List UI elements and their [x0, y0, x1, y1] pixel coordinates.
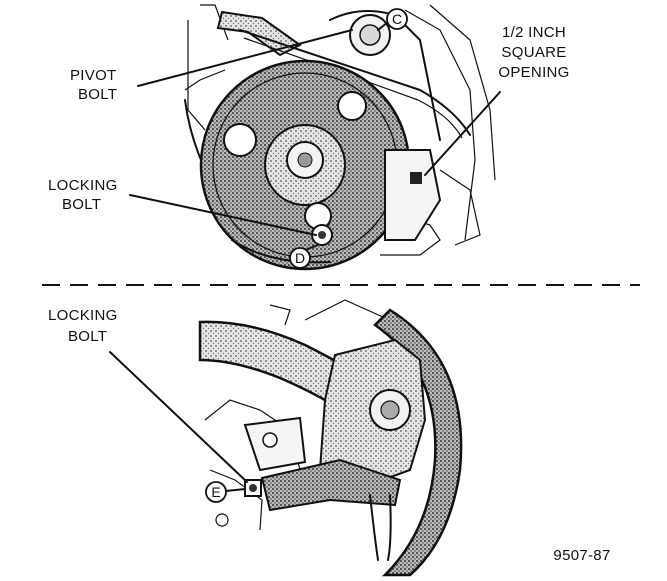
locking-bolt-top: [311, 224, 333, 246]
callout-e-leader: [225, 488, 246, 492]
callout-e: E: [205, 481, 227, 503]
callout-d-leader: [304, 244, 319, 251]
callout-c-leader: [377, 21, 389, 31]
adjustment-arm: [260, 458, 402, 512]
square-opening-label-line3: OPENING: [498, 64, 569, 81]
locking-bolt-bottom-leader: [109, 351, 248, 483]
svg-text:E: E: [211, 484, 220, 500]
adjustment-bracket: [384, 149, 442, 241]
square-opening: [410, 172, 422, 184]
callout-d: D: [289, 247, 311, 269]
pivot-bolt-label-line1: PIVOT: [70, 67, 117, 84]
locking-bolt-top-leader: [129, 194, 317, 236]
square-opening-label-line2: SQUARE: [501, 44, 566, 61]
figure-number: 9507-87: [553, 547, 610, 564]
pulley-rim: [373, 308, 463, 577]
top-view: C D PIVOT BOLT 1/2 INCH SQUARE OPENING L…: [48, 4, 569, 271]
hose-top: [216, 10, 302, 57]
callout-c: C: [386, 8, 408, 30]
locking-bolt-bottom-label-line1: LOCKING: [48, 307, 118, 324]
bottom-view: E LOCKING BOLT: [48, 299, 463, 577]
svg-text:C: C: [392, 11, 402, 27]
square-opening-label-line1: 1/2 INCH: [502, 24, 566, 41]
pump-pulley: [199, 59, 411, 271]
pivot-bolt: [349, 14, 391, 56]
locking-bolt-top-label-line1: LOCKING: [48, 177, 118, 194]
engine-bracket-lines: [184, 4, 496, 256]
square-opening-leader: [424, 91, 501, 176]
pivot-bolt-label-line2: BOLT: [78, 86, 117, 103]
pivot-bolt-leader: [137, 29, 353, 87]
drive-belt: [239, 29, 471, 136]
locking-bolt-top-label-line2: BOLT: [62, 196, 101, 213]
locking-bolt-bottom-label-line2: BOLT: [68, 328, 107, 345]
svg-text:D: D: [295, 250, 305, 266]
